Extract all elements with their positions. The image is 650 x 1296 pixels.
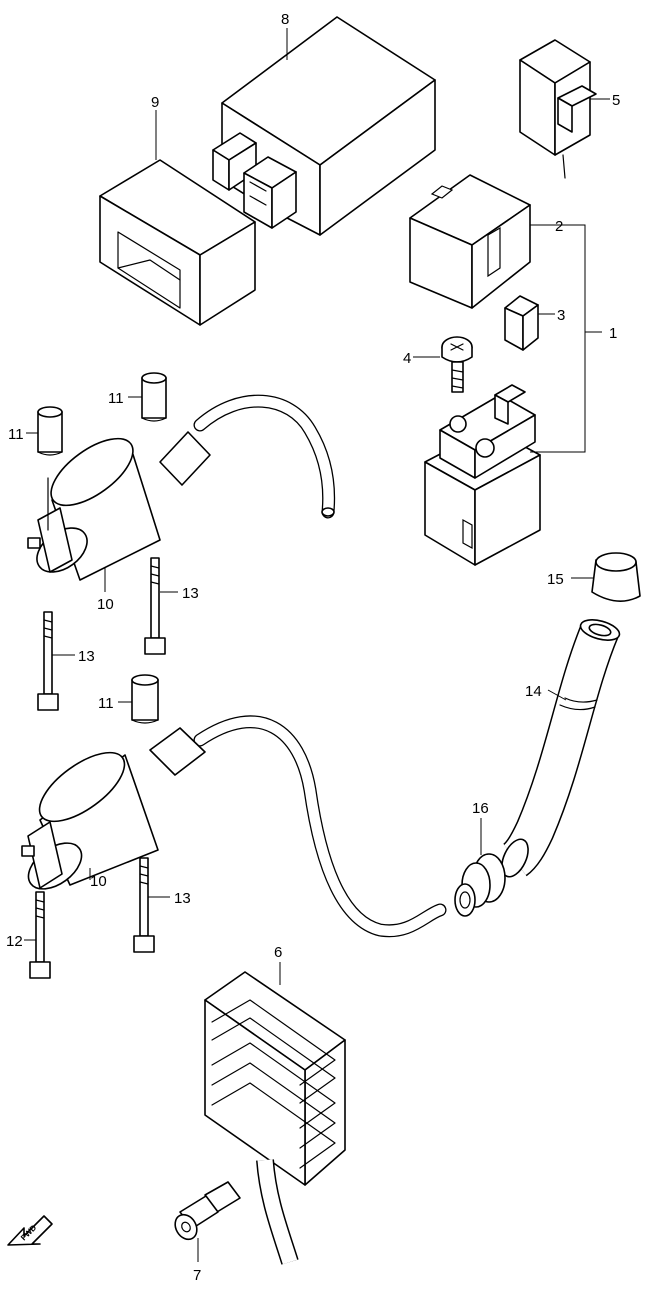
callout-6: 6 <box>274 944 282 961</box>
callout-9: 9 <box>151 94 159 111</box>
part-2-relay-cover <box>409 174 531 309</box>
callout-13-upper-right: 13 <box>182 585 199 602</box>
callout-5: 5 <box>612 92 620 109</box>
callout-14: 14 <box>525 683 542 700</box>
part-9-cover <box>99 159 256 326</box>
part-11-spacer-left <box>26 406 63 456</box>
callout-11-lower: 11 <box>98 695 114 712</box>
callout-13-lower: 13 <box>174 890 191 907</box>
part-8-control-unit <box>212 16 436 236</box>
callout-12: 12 <box>6 933 23 950</box>
part-10-ignition-coil-lower <box>21 715 447 938</box>
callout-16: 16 <box>472 800 489 817</box>
part-11-spacer-upper <box>128 372 167 422</box>
part-13-bolt-upper-right <box>144 557 178 655</box>
callout-8: 8 <box>281 11 289 28</box>
callout-11-upper: 11 <box>108 390 124 407</box>
fwd-direction-arrow: FWD <box>7 1215 53 1246</box>
callout-13-upper-left: 13 <box>78 648 95 665</box>
part-10-ignition-coil-upper <box>27 394 336 592</box>
callout-4: 4 <box>403 350 411 367</box>
part-3-fuse <box>504 295 539 351</box>
callout-7: 7 <box>193 1267 201 1284</box>
part-12-bolt <box>24 891 51 979</box>
part-13-bolt-lower <box>133 857 170 953</box>
part-7-bolt <box>174 1181 241 1262</box>
part-1-starter-relay <box>424 384 541 566</box>
callout-labels: 8 9 5 2 3 1 4 11 11 15 13 10 13 14 11 16… <box>6 11 620 1284</box>
part-5-relay <box>519 39 597 179</box>
part-13-bolt-upper-left <box>37 611 75 711</box>
part-16-grommet <box>454 818 506 917</box>
callout-1: 1 <box>609 325 617 342</box>
callout-10-lower: 10 <box>90 873 107 890</box>
callout-2: 2 <box>555 218 563 235</box>
part-15-cap <box>571 552 641 602</box>
callout-15: 15 <box>547 571 564 588</box>
part-6-regulator-rectifier <box>204 962 346 1265</box>
leaders-relay-group <box>155 28 610 453</box>
part-11-spacer-lower <box>118 674 159 724</box>
part-4-screw <box>441 336 473 393</box>
callout-10-upper: 10 <box>97 596 114 613</box>
callout-3: 3 <box>557 307 565 324</box>
part-14-tube <box>501 619 621 878</box>
callout-11-left: 11 <box>8 426 24 443</box>
